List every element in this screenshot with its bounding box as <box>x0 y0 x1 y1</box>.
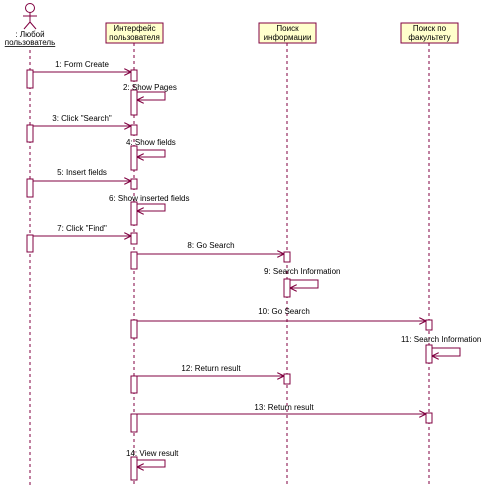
actor: : Любой пользователь <box>5 3 56 47</box>
activation-search-info <box>283 373 291 385</box>
message-label-6: 6: Show inserted fields <box>109 194 190 203</box>
activation-interface <box>130 124 138 136</box>
message-arrow-9 <box>290 279 319 288</box>
activation-interface <box>130 456 138 481</box>
activation-actor <box>26 234 34 253</box>
message-label-11: 11: Search Information <box>401 335 481 344</box>
message-label-8: 8: Go Search <box>187 241 234 250</box>
message-label-2: 2: Show Pages <box>123 83 177 92</box>
activation-interface <box>130 178 138 190</box>
activation-search-faculty <box>425 344 433 364</box>
svg-text:Поиск по: Поиск по <box>413 24 447 33</box>
message-arrow-14 <box>137 459 166 467</box>
lifeline-head-interface: Интерфейс пользователя <box>105 22 164 44</box>
actor-name-line2: пользователь <box>5 38 56 47</box>
svg-text:информации: информации <box>264 33 312 42</box>
svg-text:пользователя: пользователя <box>109 33 160 42</box>
activation-search-info <box>283 278 291 298</box>
svg-text:факультету: факультету <box>408 33 450 42</box>
lifeline-head-search-faculty: Поиск по факультету <box>400 22 459 44</box>
message-label-7: 7: Click "Find" <box>57 224 107 233</box>
message-label-12: 12: Return result <box>181 364 241 373</box>
activation-actor <box>26 124 34 143</box>
activation-interface <box>130 375 138 394</box>
svg-text:Интерфейс: Интерфейс <box>113 24 155 33</box>
message-label-9: 9: Search Information <box>264 267 340 276</box>
message-label-4: 4: Show fields <box>126 138 176 147</box>
message-arrow-4 <box>137 149 166 157</box>
activation-interface <box>130 145 138 171</box>
activation-search-info <box>283 251 291 263</box>
activation-interface <box>130 232 138 245</box>
message-label-13: 13: Return result <box>254 403 314 412</box>
message-arrow-2 <box>137 91 166 100</box>
actor-name-line1: : Любой <box>15 30 44 39</box>
message-label-1: 1: Form Create <box>55 60 109 69</box>
activation-search-faculty <box>425 319 433 331</box>
activation-interface <box>130 89 138 116</box>
message-label-3: 3: Click "Search" <box>52 114 112 123</box>
message-label-10: 10: Go Search <box>258 307 310 316</box>
activation-actor <box>26 69 34 89</box>
message-label-5: 5: Insert fields <box>57 168 107 177</box>
svg-text:Поиск: Поиск <box>276 24 299 33</box>
message-arrow-11 <box>432 347 461 356</box>
activation-interface <box>130 413 138 433</box>
message-label-14: 14: View result <box>126 449 179 458</box>
activation-actor <box>26 178 34 198</box>
actor-figure-icon <box>23 3 37 30</box>
message-arrow-6 <box>137 203 166 211</box>
activation-interface <box>130 201 138 226</box>
activation-interface <box>130 319 138 339</box>
activation-interface <box>130 251 138 270</box>
lifeline-head-search-info: Поиск информации <box>258 22 317 44</box>
activation-search-faculty <box>425 412 433 424</box>
activation-interface <box>130 69 138 82</box>
